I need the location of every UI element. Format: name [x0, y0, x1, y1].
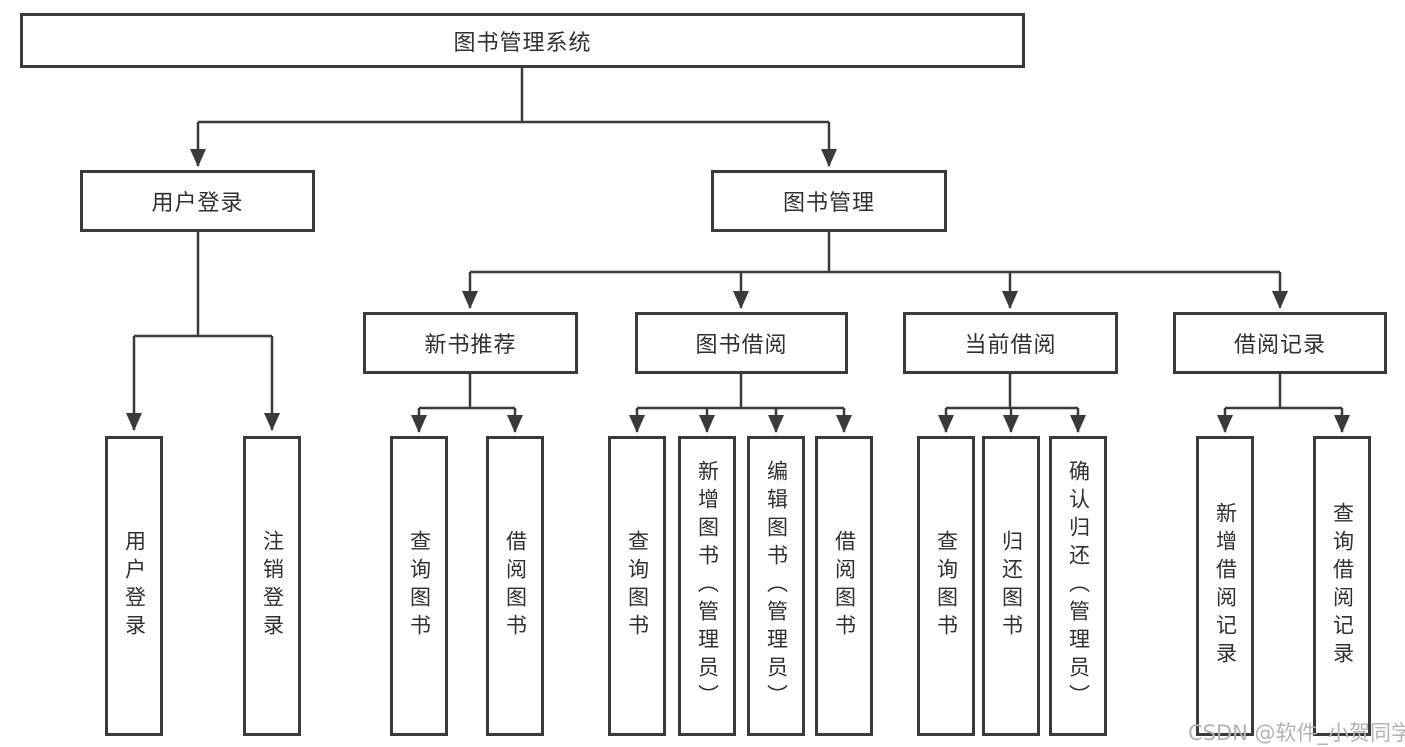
leaf-edit-books-admin: 编辑图书（管理员）: [747, 436, 805, 736]
leaf-confirm-return-admin-label: 确认归还（管理员）: [1066, 460, 1091, 712]
leaf-add-books-admin: 新增图书（管理员）: [678, 436, 736, 736]
leaf-borrow-books-label: 借阅图书: [832, 530, 857, 642]
leaf-borrow-books-recommend-label: 借阅图书: [503, 530, 528, 642]
leaf-borrow-books: 借阅图书: [815, 436, 873, 736]
leaf-logout-label: 注销登录: [260, 530, 285, 642]
leaf-query-books-recommend-label: 查询图书: [407, 530, 432, 642]
leaf-query-borrow-record-label: 查询借阅记录: [1330, 502, 1355, 670]
leaf-logout: 注销登录: [243, 436, 301, 736]
leaf-user-login-label: 用户登录: [122, 530, 147, 642]
leaf-query-books-borrow: 查询图书: [608, 436, 666, 736]
node-borrow-records: 借阅记录: [1173, 312, 1387, 374]
leaf-return-books: 归还图书: [982, 436, 1040, 736]
node-user-login: 用户登录: [80, 170, 315, 232]
node-book-borrow: 图书借阅: [635, 312, 848, 374]
leaf-borrow-books-recommend: 借阅图书: [486, 436, 544, 736]
node-book-management: 图书管理: [711, 170, 947, 232]
leaf-query-borrow-record: 查询借阅记录: [1313, 436, 1371, 736]
node-system-root: 图书管理系统: [20, 13, 1025, 68]
node-new-book-recommend: 新书推荐: [363, 312, 578, 374]
leaf-add-borrow-record: 新增借阅记录: [1196, 436, 1254, 736]
leaf-user-login: 用户登录: [105, 436, 163, 736]
node-current-borrow: 当前借阅: [903, 312, 1118, 374]
leaf-query-books-borrow-label: 查询图书: [625, 530, 650, 642]
watermark: CSDN @软件_小贺同学: [1188, 721, 1405, 745]
leaf-query-books-recommend: 查询图书: [390, 436, 448, 736]
leaf-query-books-current-label: 查询图书: [934, 530, 959, 642]
leaf-query-books-current: 查询图书: [917, 436, 975, 736]
leaf-confirm-return-admin: 确认归还（管理员）: [1049, 436, 1107, 736]
leaf-return-books-label: 归还图书: [999, 530, 1024, 642]
leaf-add-borrow-record-label: 新增借阅记录: [1213, 502, 1238, 670]
leaf-edit-books-admin-label: 编辑图书（管理员）: [764, 460, 789, 712]
leaf-add-books-admin-label: 新增图书（管理员）: [695, 460, 720, 712]
